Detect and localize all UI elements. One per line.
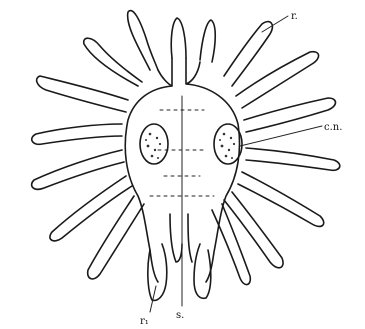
ray-top-center <box>171 18 186 58</box>
nerve-centres <box>140 124 242 164</box>
central-body <box>125 58 239 300</box>
label-cn: c.n. <box>324 122 342 133</box>
speckle-left <box>145 133 161 159</box>
nerve-centre-left <box>140 124 168 164</box>
leader-r <box>262 16 288 32</box>
speckle-right <box>219 133 235 159</box>
ray-r-2 <box>246 148 340 170</box>
ray-ul-2 <box>37 76 128 112</box>
ray-r-1 <box>244 98 336 132</box>
ray-r-3 <box>238 172 324 226</box>
label-s: s. <box>176 310 184 321</box>
ray-l-4 <box>88 196 144 279</box>
ray-l-1 <box>32 124 122 144</box>
nerve-centre-right <box>214 124 242 164</box>
appendage-right <box>194 244 211 298</box>
appendage-mid-left <box>170 214 182 262</box>
rays <box>32 11 340 285</box>
ray-l-2 <box>32 150 124 189</box>
ray-top-left <box>128 11 158 70</box>
ray-r-5 <box>212 204 250 285</box>
label-r: r. <box>291 11 298 22</box>
ray-ur-2 <box>236 52 319 108</box>
leader-cn <box>240 126 322 146</box>
label-r1: r₁ <box>140 316 149 327</box>
ray-ul-1 <box>84 38 142 86</box>
appendage-mid-right <box>188 214 192 262</box>
ray-top-right <box>200 20 215 62</box>
ray-l-3 <box>50 176 132 241</box>
